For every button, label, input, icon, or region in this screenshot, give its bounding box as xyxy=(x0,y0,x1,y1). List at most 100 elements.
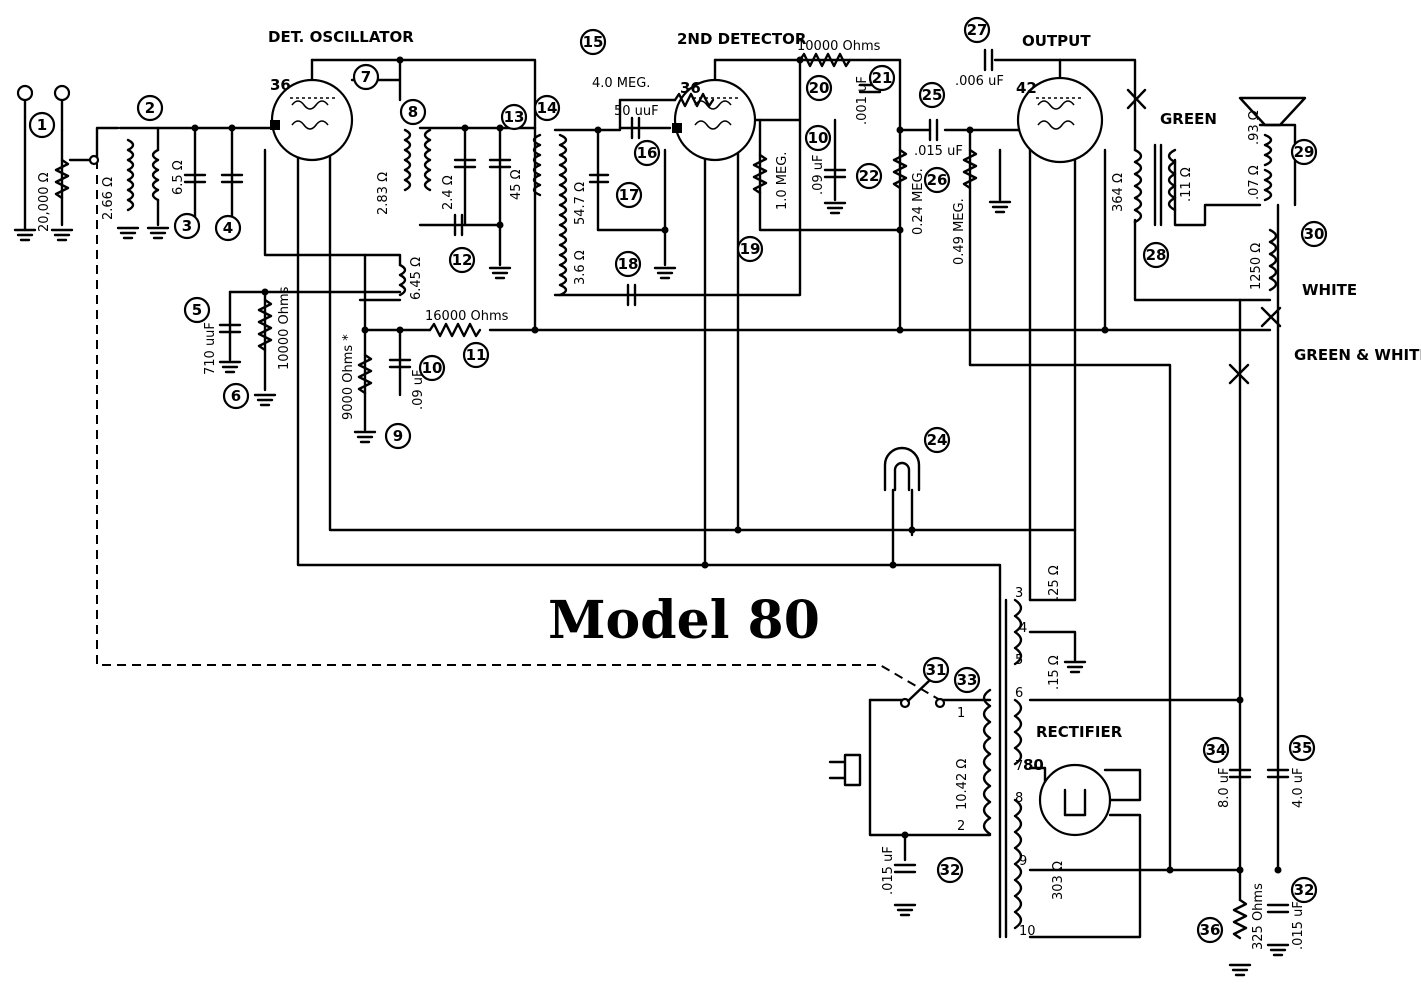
callout-9: 9 xyxy=(384,422,412,450)
resistors xyxy=(54,52,1248,940)
capacitors xyxy=(183,48,1290,914)
svg-text:5: 5 xyxy=(192,301,202,319)
svg-text:27: 27 xyxy=(967,21,988,39)
callout-16: 16 xyxy=(633,139,661,167)
label-c710: 710 uuF xyxy=(203,322,218,375)
svg-text:6: 6 xyxy=(231,387,241,405)
callout-10a: 10 xyxy=(418,354,446,382)
callout-3: 3 xyxy=(173,212,201,240)
callout-6: 6 xyxy=(222,382,250,410)
callout-31: 31 xyxy=(922,656,950,684)
terminal-9: 9 xyxy=(1019,854,1027,869)
terminal-5: 5 xyxy=(1015,653,1023,668)
model-title: Model 80 xyxy=(548,590,820,651)
svg-text:30: 30 xyxy=(1304,225,1325,243)
label-r1meg: 1.0 MEG. xyxy=(775,152,790,210)
svg-text:10: 10 xyxy=(422,359,443,377)
svg-text:14: 14 xyxy=(537,99,558,117)
svg-text:7: 7 xyxy=(361,68,371,86)
coils xyxy=(126,128,1278,939)
svg-text:11: 11 xyxy=(466,346,487,364)
callout-22: 22 xyxy=(855,162,883,190)
callout-26: 26 xyxy=(923,166,951,194)
label-l1250: 1250 Ω xyxy=(1249,243,1264,290)
label-l15: .15 Ω xyxy=(1047,655,1062,690)
callout-18: 18 xyxy=(614,250,642,278)
callout-13: 13 xyxy=(500,103,528,131)
label-l36: 3.6 Ω xyxy=(573,250,588,285)
terminal-8: 8 xyxy=(1015,791,1023,806)
svg-text:3: 3 xyxy=(182,217,192,235)
callout-12: 12 xyxy=(448,246,476,274)
label-l24: 2.4 Ω xyxy=(441,175,456,210)
callout-24: 24 xyxy=(923,426,951,454)
label-r049: 0.49 MEG. xyxy=(952,198,967,265)
callout-35: 35 xyxy=(1288,734,1316,762)
callout-36: 36 xyxy=(1196,916,1224,944)
label-r325: 325 Ohms xyxy=(1251,883,1266,950)
callout-5: 5 xyxy=(183,296,211,324)
svg-text:10: 10 xyxy=(808,129,829,147)
callout-32a: 32 xyxy=(936,856,964,884)
label-c4: 4.0 uF xyxy=(1291,767,1306,808)
label-r16000: 16000 Ohms xyxy=(425,309,509,324)
callout-19: 19 xyxy=(736,235,764,263)
label-r4meg: 4.0 MEG. xyxy=(592,76,650,91)
wire-label-white: WHITE xyxy=(1302,281,1357,299)
callout-8: 8 xyxy=(399,98,427,126)
callout-29: 29 xyxy=(1290,138,1318,166)
callout-17: 17 xyxy=(615,181,643,209)
callout-2: 2 xyxy=(136,94,164,122)
label-l303: 303 Ω xyxy=(1051,861,1066,900)
header-output: OUTPUT xyxy=(1022,32,1091,50)
label-c50: 50 uuF xyxy=(614,104,659,119)
terminal-2: 2 xyxy=(957,819,965,834)
tube-label-36a: 36 xyxy=(270,76,291,94)
label-r10000b: 10000 Ohms xyxy=(797,39,881,54)
terminal-7: 7 xyxy=(1015,759,1023,774)
label-l07: .07 Ω xyxy=(1247,165,1262,200)
misc-symbols xyxy=(16,84,1307,787)
callout-25: 25 xyxy=(918,81,946,109)
svg-text:34: 34 xyxy=(1206,741,1227,759)
svg-text:15: 15 xyxy=(583,33,604,51)
callout-20: 20 xyxy=(805,74,833,102)
terminal-numbers: 3 4 5 6 7 8 9 10 1 2 xyxy=(957,586,1036,939)
svg-text:29: 29 xyxy=(1294,143,1315,161)
header-det-oscillator: DET. OSCILLATOR xyxy=(268,28,414,46)
svg-text:12: 12 xyxy=(452,251,473,269)
wiring xyxy=(23,58,1297,939)
svg-text:19: 19 xyxy=(740,240,761,258)
terminal-1: 1 xyxy=(957,706,965,721)
tube-label-42: 42 xyxy=(1016,79,1037,97)
header-rectifier: RECTIFIER xyxy=(1036,723,1123,741)
label-l266: 2.66 Ω xyxy=(101,177,116,220)
terminal-3: 3 xyxy=(1015,586,1023,601)
svg-text:17: 17 xyxy=(619,186,640,204)
label-r20000: 20,000 Ω xyxy=(37,172,52,232)
label-l25: .25 Ω xyxy=(1047,565,1062,600)
callout-10b: 10 xyxy=(804,124,832,152)
wire-label-green: GREEN xyxy=(1160,110,1217,128)
callout-4: 4 xyxy=(214,214,242,242)
svg-text:36: 36 xyxy=(1200,921,1221,939)
label-c001: .001 uF xyxy=(855,76,870,125)
label-c015a: .015 uF xyxy=(914,144,963,159)
label-c015b: .015 uF xyxy=(881,846,896,895)
callout-21: 21 xyxy=(868,64,896,92)
callout-14: 14 xyxy=(533,94,561,122)
junction-dots xyxy=(191,56,1282,874)
label-c8: 8.0 uF xyxy=(1217,767,1232,808)
svg-text:32: 32 xyxy=(940,861,961,879)
label-c006: .006 uF xyxy=(955,74,1004,89)
wire-label-green-white: GREEN & WHITE xyxy=(1294,346,1421,364)
tube-42-output xyxy=(1016,76,1104,164)
label-l93: .93 Ω xyxy=(1247,110,1262,145)
svg-text:1: 1 xyxy=(37,116,47,134)
svg-text:21: 21 xyxy=(872,69,893,87)
svg-text:35: 35 xyxy=(1292,739,1313,757)
tube-label-80: 80 xyxy=(1023,756,1044,774)
svg-text:25: 25 xyxy=(922,86,943,104)
callout-1: 1 xyxy=(28,111,56,139)
